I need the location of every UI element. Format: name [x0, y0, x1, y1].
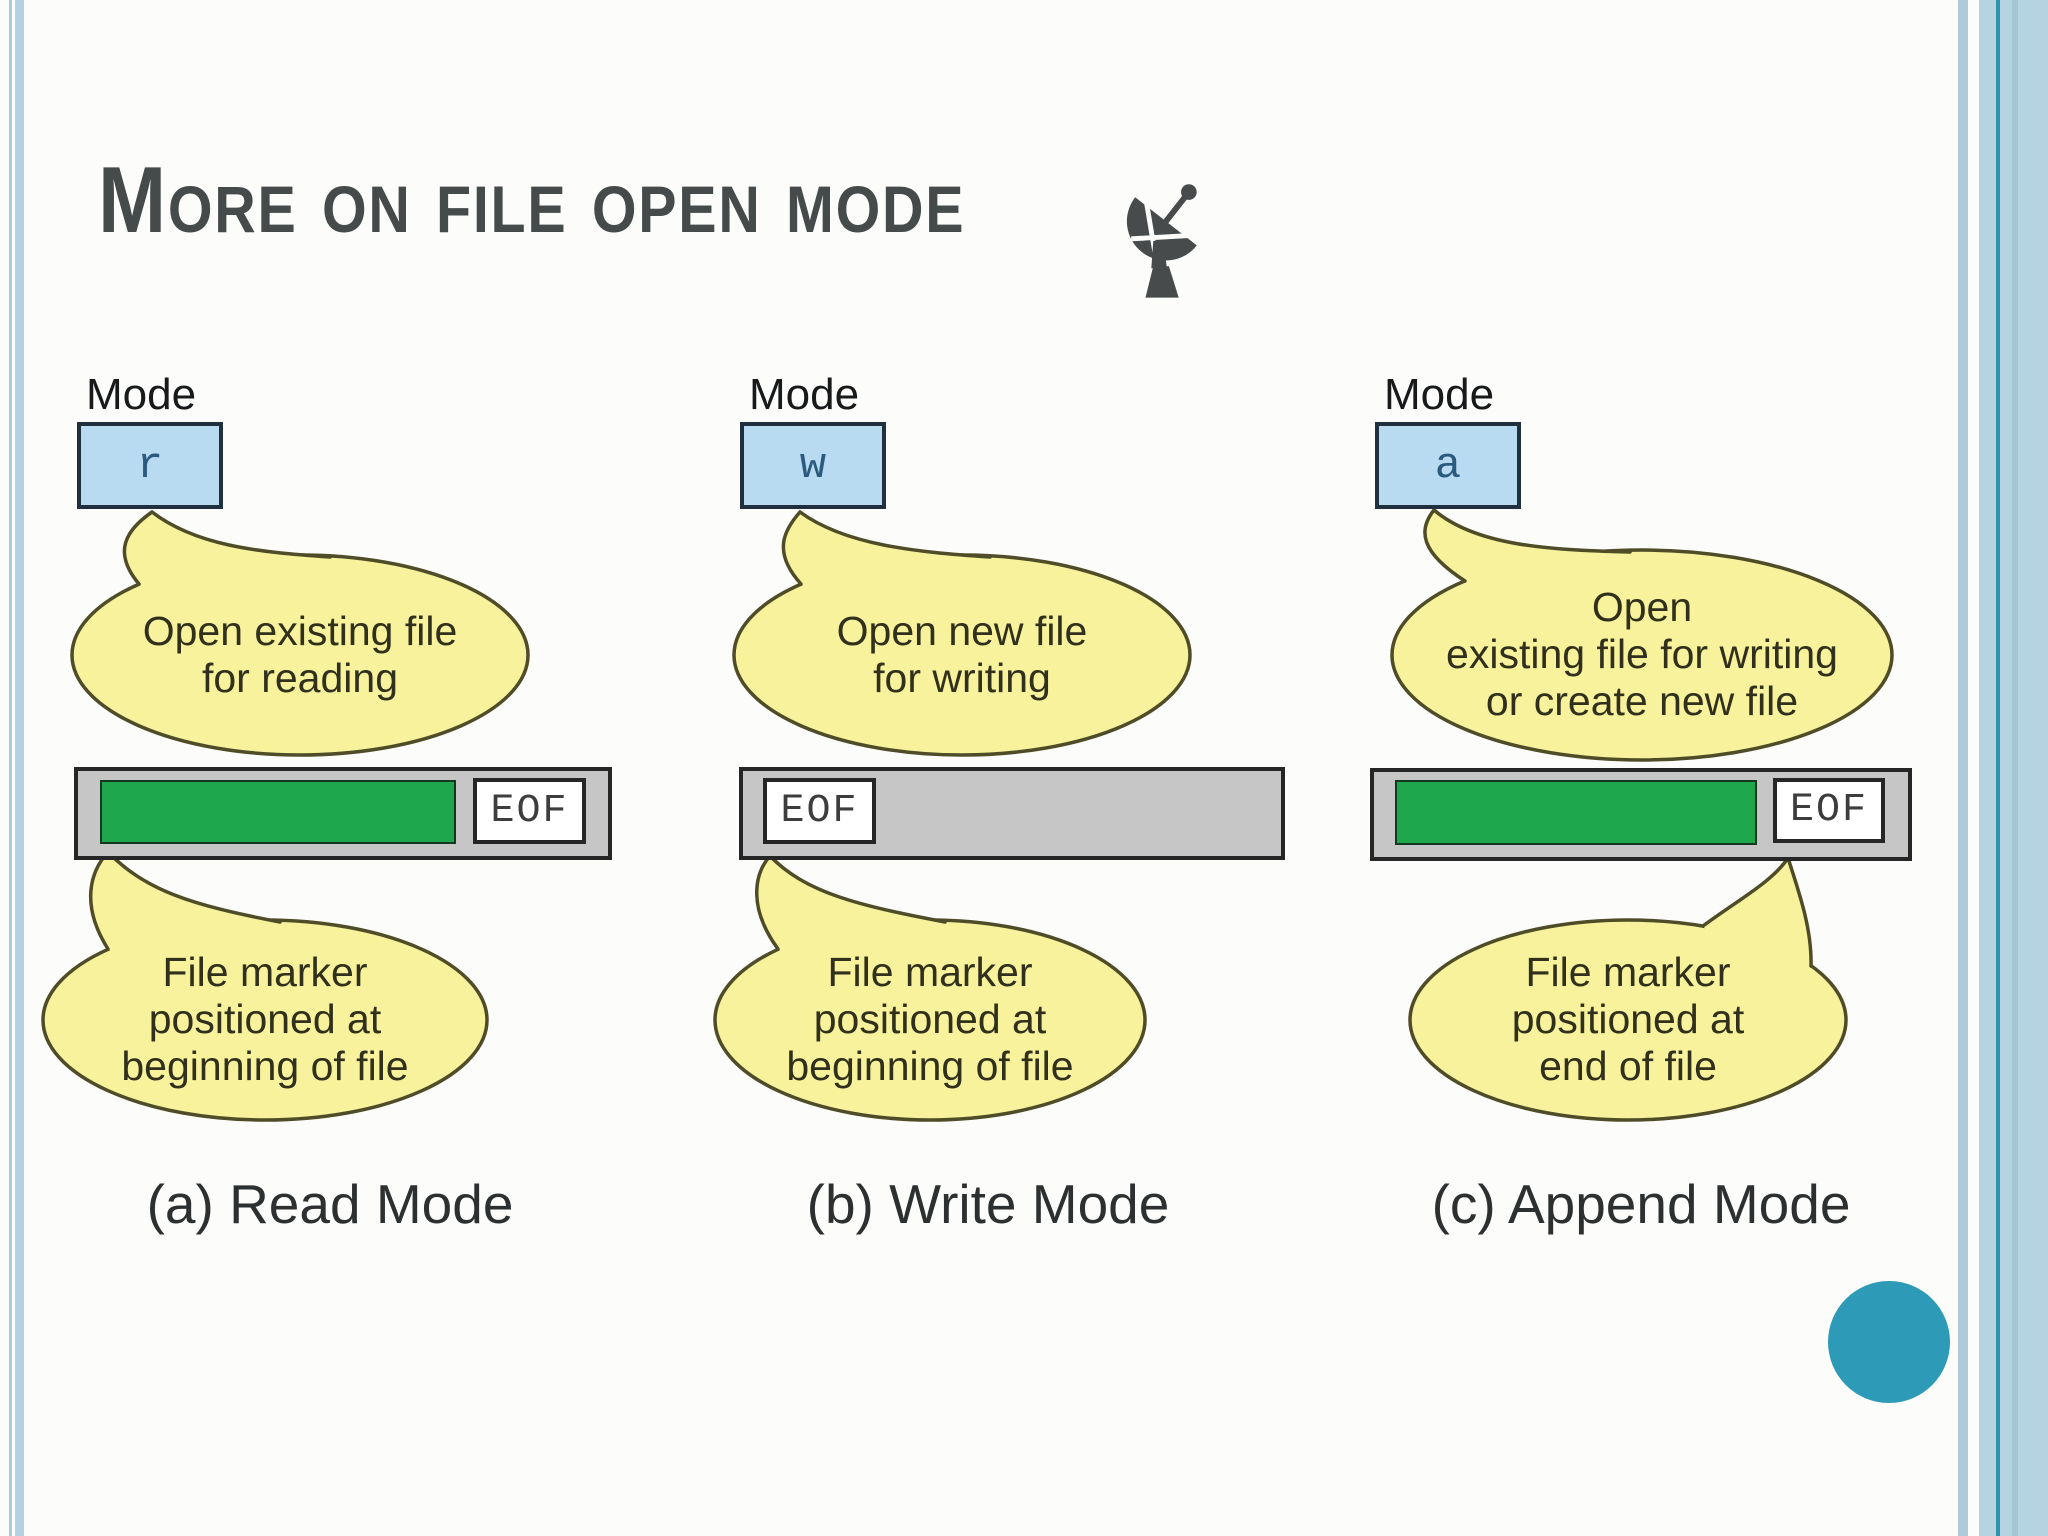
caption-read-mode: (a) Read Mode [146, 1173, 514, 1235]
filebar-append: EOF [1370, 768, 1912, 861]
right-edge-stripe-thin [1958, 0, 1968, 1536]
callout-tail-read-open [122, 509, 332, 586]
left-edge-stripe-thin [9, 0, 12, 1536]
caption-write-mode: (b) Write Mode [806, 1173, 1170, 1235]
mode-box-read: r [77, 422, 223, 509]
mode-label-write: Mode [749, 370, 860, 419]
mode-char-read: r [136, 440, 164, 491]
callout-tail-read-marker [88, 849, 282, 951]
caption-append-mode: (c) Append Mode [1431, 1173, 1851, 1235]
mode-char-append: a [1434, 440, 1462, 491]
eof-label-append: EOF [1789, 788, 1868, 833]
callout-text-write-marker: File marker positioned at beginning of f… [786, 949, 1074, 1090]
filebar-read: EOF [74, 767, 612, 860]
right-edge-stripe-inner [2012, 0, 2018, 1536]
callout-tail-write-marker [755, 853, 947, 951]
eof-box-write: EOF [763, 778, 876, 844]
mode-box-append: a [1375, 422, 1521, 509]
mode-label-read: Mode [86, 370, 197, 419]
callout-text-read-marker: File marker positioned at beginning of f… [121, 949, 409, 1090]
left-edge-stripe-thick [15, 0, 24, 1536]
accent-circle [1828, 1281, 1950, 1403]
eof-box-read: EOF [473, 778, 586, 844]
callout-text-append-open: Open existing file for writing or create… [1446, 584, 1838, 725]
satellite-dish-icon [1126, 184, 1197, 298]
callout-text-write-open: Open new file for writing [836, 608, 1088, 702]
right-edge-teal-line [1996, 0, 2000, 1536]
callout-tail-append-open [1423, 507, 1632, 583]
eof-label-write: EOF [780, 788, 859, 834]
mode-char-write: w [799, 440, 827, 491]
eof-box-append: EOF [1773, 778, 1885, 843]
eof-label-read: EOF [490, 788, 569, 834]
callout-tail-write-open [781, 509, 992, 586]
callout-text-read-open: Open existing file for reading [142, 608, 458, 702]
mode-box-write: w [740, 422, 886, 509]
mode-label-append: Mode [1384, 370, 1495, 419]
callout-text-append-marker: File marker positioned at end of file [1511, 949, 1745, 1090]
file-content-append [1395, 780, 1757, 845]
filebar-write: EOF [739, 767, 1285, 860]
file-content-read [100, 780, 456, 844]
page-title: More on file open mode [98, 147, 966, 252]
